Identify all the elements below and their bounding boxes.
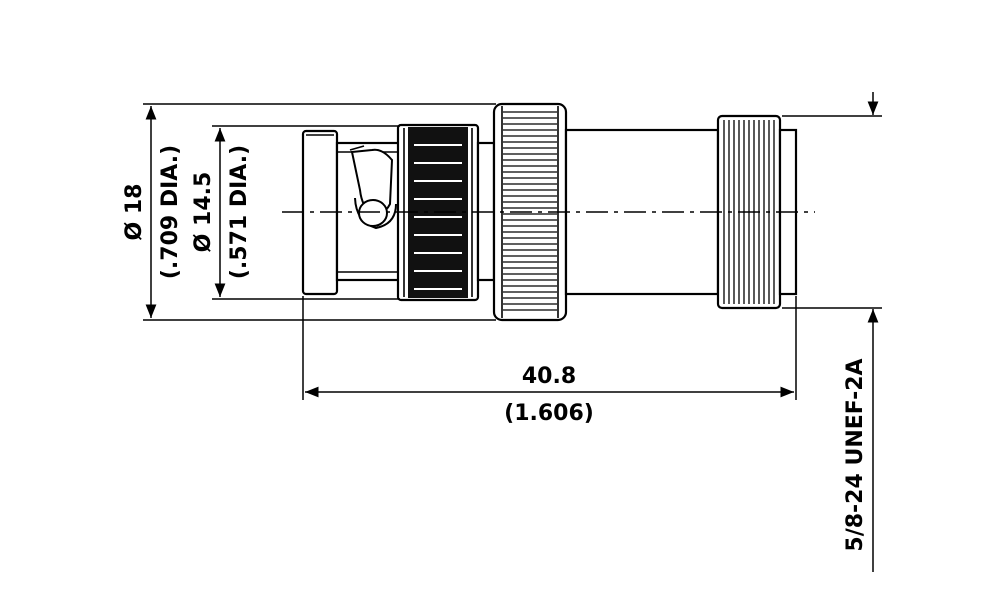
dim-length-in: (1.606)	[504, 401, 594, 426]
dim-length-mm: 40.8	[522, 364, 576, 389]
dimensions	[143, 92, 882, 572]
thread-spec: 5/8-24 UNEF-2A	[843, 358, 868, 551]
dim-inner-diameter-in: (.571 DIA.)	[227, 145, 252, 279]
dim-outer-diameter-in: (.709 DIA.)	[158, 145, 183, 279]
dim-outer-diameter-mm: Ø 18	[122, 184, 147, 241]
dim-inner-diameter-mm: Ø 14.5	[191, 172, 216, 253]
